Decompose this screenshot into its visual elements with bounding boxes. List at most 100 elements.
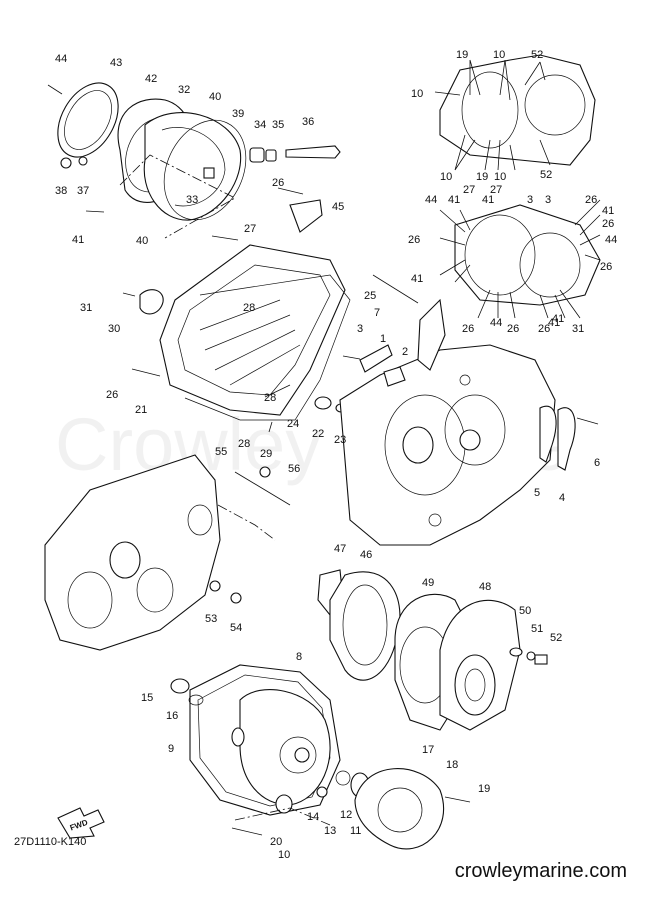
part-label-p43: 43 xyxy=(110,57,122,69)
part-label-p10b: 10 xyxy=(493,49,505,61)
part-label-p8: 8 xyxy=(296,651,302,663)
part-label-p10a: 10 xyxy=(278,849,290,861)
part-label-p41a: 41 xyxy=(72,234,84,246)
crank-covers-group xyxy=(317,569,548,731)
part-label-p36: 36 xyxy=(302,116,314,128)
part-label-p15: 15 xyxy=(141,692,153,704)
part-label-p32: 32 xyxy=(178,84,190,96)
part-label-p31a: 31 xyxy=(80,302,92,314)
part-label-p33: 33 xyxy=(186,194,198,206)
part-label-p41b: 41 xyxy=(448,194,460,206)
part-label-p26e: 26 xyxy=(602,218,614,230)
part-label-p5: 5 xyxy=(534,487,540,499)
part-label-p27b: 27 xyxy=(463,184,475,196)
part-label-p34: 34 xyxy=(254,119,266,131)
website-text: crowleymarine.com xyxy=(454,860,627,882)
part-label-p56: 56 xyxy=(288,463,300,475)
part-label-p26b: 26 xyxy=(106,389,118,401)
part-label-p3a: 3 xyxy=(357,323,363,335)
part-label-p19a: 19 xyxy=(478,783,490,795)
part-label-p28c: 28 xyxy=(238,438,250,450)
part-label-p28b: 28 xyxy=(264,392,276,404)
part-label-p4: 4 xyxy=(559,492,565,504)
part-label-p2: 2 xyxy=(402,346,408,358)
part-label-p41e: 41 xyxy=(411,273,423,285)
part-label-p20: 20 xyxy=(270,836,282,848)
part-label-p47: 47 xyxy=(334,543,346,555)
bolt-pattern-inset-bottom xyxy=(439,199,601,319)
part-label-p19c: 19 xyxy=(476,171,488,183)
part-label-p49: 49 xyxy=(422,577,434,589)
part-label-p11: 11 xyxy=(350,825,361,837)
part-label-p27c: 27 xyxy=(490,184,502,196)
part-label-p9: 9 xyxy=(168,743,174,755)
part-label-p19b: 19 xyxy=(456,49,468,61)
part-label-p40b: 40 xyxy=(136,235,148,247)
part-label-p35: 35 xyxy=(272,119,284,131)
part-label-p41g: 41 xyxy=(552,313,564,325)
part-label-p7: 7 xyxy=(374,307,380,319)
part-label-p1: 1 xyxy=(380,333,386,345)
part-label-p28a: 28 xyxy=(243,302,255,314)
part-label-p54: 54 xyxy=(230,622,242,634)
part-label-p24: 24 xyxy=(287,418,299,430)
part-label-p25: 25 xyxy=(364,290,376,302)
part-label-p26a: 26 xyxy=(272,177,284,189)
part-label-p3c: 3 xyxy=(545,194,551,206)
part-label-p23: 23 xyxy=(334,434,346,446)
diagram-code: 27D1110-K140 xyxy=(14,836,87,848)
part-label-p27a: 27 xyxy=(244,223,256,235)
part-label-p51: 51 xyxy=(531,623,543,635)
magneto-cover-group xyxy=(170,664,471,850)
part-label-p41c: 41 xyxy=(482,194,494,206)
part-label-p39: 39 xyxy=(232,108,244,120)
part-label-p10d: 10 xyxy=(440,171,452,183)
part-label-p50: 50 xyxy=(519,605,531,617)
part-label-p13: 13 xyxy=(324,825,336,837)
part-label-p17: 17 xyxy=(422,744,434,756)
right-crankcase-group xyxy=(339,298,599,546)
fwd-arrow: FWD xyxy=(57,807,105,839)
part-label-p21: 21 xyxy=(135,404,147,416)
part-label-p37: 37 xyxy=(77,185,89,197)
part-label-p22: 22 xyxy=(312,428,324,440)
part-label-p26h: 26 xyxy=(507,323,519,335)
part-label-p46: 46 xyxy=(360,549,372,561)
part-label-p44b: 44 xyxy=(425,194,437,206)
part-label-p29: 29 xyxy=(260,448,272,460)
part-label-p3b: 3 xyxy=(527,194,533,206)
part-label-p26d: 26 xyxy=(408,234,420,246)
part-label-p14: 14 xyxy=(307,811,319,823)
part-label-p26g: 26 xyxy=(462,323,474,335)
part-label-p26i: 26 xyxy=(538,323,550,335)
part-label-p48: 48 xyxy=(479,581,491,593)
part-label-p52a: 52 xyxy=(550,632,562,644)
part-label-p26c: 26 xyxy=(585,194,597,206)
bolt-pattern-inset-top xyxy=(434,54,596,171)
part-label-p38: 38 xyxy=(55,185,67,197)
part-label-p44a: 44 xyxy=(55,53,67,65)
crankcase-cover-group xyxy=(122,187,419,433)
left-crankcase-group xyxy=(44,454,291,651)
part-label-p30: 30 xyxy=(108,323,120,335)
part-label-p16: 16 xyxy=(166,710,178,722)
part-label-p52c: 52 xyxy=(540,169,552,181)
part-label-p41d: 41 xyxy=(602,205,614,217)
part-label-p45: 45 xyxy=(332,201,344,213)
part-label-p26f: 26 xyxy=(600,261,612,273)
part-label-p42: 42 xyxy=(145,73,157,85)
part-label-p10c: 10 xyxy=(411,88,423,100)
part-label-p52b: 52 xyxy=(531,49,543,61)
part-label-p40a: 40 xyxy=(209,91,221,103)
part-label-p53: 53 xyxy=(205,613,217,625)
part-label-p55: 55 xyxy=(215,446,227,458)
part-label-p41f: 41 xyxy=(548,317,560,329)
part-label-p31b: 31 xyxy=(572,323,584,335)
part-label-p44d: 44 xyxy=(490,317,502,329)
part-label-p44c: 44 xyxy=(605,234,617,246)
part-label-p18: 18 xyxy=(446,759,458,771)
part-label-p12: 12 xyxy=(340,809,352,821)
part-label-p6: 6 xyxy=(594,457,600,469)
